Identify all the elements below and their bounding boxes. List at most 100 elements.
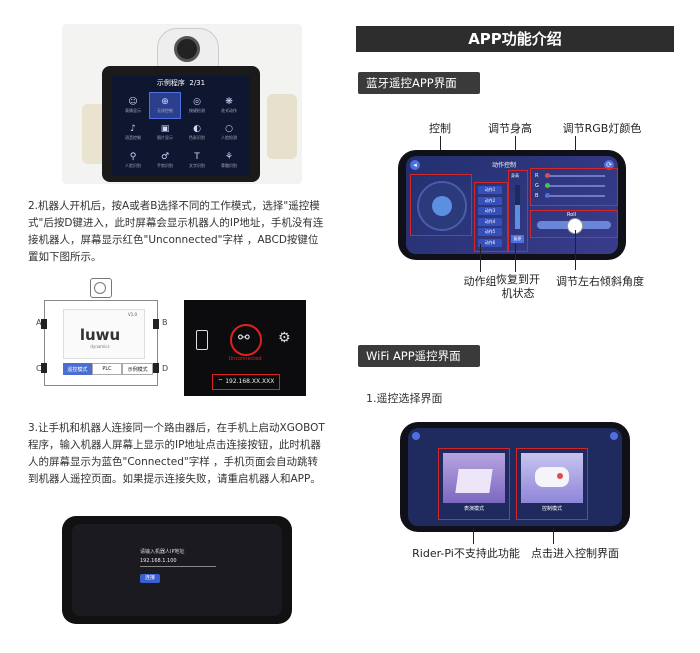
- program-label: 人脸检测: [221, 135, 237, 141]
- roll-label: Roll: [567, 212, 577, 218]
- label-d: D: [162, 364, 169, 373]
- settings-icon[interactable]: ⟳: [604, 160, 614, 170]
- ip-input[interactable]: 192.168.1.100: [140, 558, 216, 567]
- program-tile[interactable]: ⚘骨骼识别: [213, 147, 245, 174]
- program-label: 语音控制: [125, 135, 141, 141]
- program-tile[interactable]: ▣图片显示: [149, 119, 181, 146]
- brand-sub: dynamics: [90, 344, 110, 349]
- program-icon: ○: [225, 124, 233, 135]
- bt-title: 蓝牙遥控APP界面: [358, 72, 480, 94]
- ann-line-roll: [575, 230, 576, 270]
- reset-button[interactable]: 复原: [511, 235, 524, 243]
- button-d: [153, 363, 159, 373]
- joystick-pad[interactable]: [417, 181, 467, 231]
- program-tile[interactable]: ♪语音控制: [117, 119, 149, 146]
- ip-phone-screen: 请输入机器人IP地址 192.168.1.100 连接: [72, 524, 282, 616]
- program-label: 色彩识别: [189, 135, 205, 141]
- robot-photo: 示例程序 2/31 ☺表情显示⊕无线控制◎按键检测❋花式动作♪语音控制▣图片显示…: [62, 24, 302, 184]
- label-c: C: [36, 364, 42, 373]
- rgb-label: B: [535, 193, 539, 199]
- height-label: 身高: [511, 173, 519, 178]
- ann-height: 调节身高: [488, 122, 532, 135]
- version: V1.0: [128, 312, 138, 317]
- label-b: B: [162, 318, 168, 327]
- ann-show: Rider-Pi不支持此功能: [412, 547, 520, 560]
- robot-icon: ⚙: [278, 330, 291, 346]
- program-icon: ⚘: [224, 151, 234, 162]
- link-broken-icon: ⚯: [230, 324, 262, 356]
- action-button[interactable]: 动作5: [478, 228, 502, 236]
- wifi-screen: 表演模式 控制模式: [408, 428, 622, 526]
- action-button[interactable]: 动作6: [478, 238, 502, 247]
- program-label: 无线控制: [157, 108, 173, 114]
- ip-label: 请输入机器人IP地址: [140, 549, 185, 555]
- program-tile[interactable]: ◎按键检测: [181, 92, 213, 119]
- program-grid: ☺表情显示⊕无线控制◎按键检测❋花式动作♪语音控制▣图片显示◐色彩识别○人脸检测…: [117, 92, 245, 174]
- program-icon: ☺: [128, 97, 138, 108]
- status-text: Unconnected: [228, 356, 262, 362]
- show-mode-card[interactable]: 表演模式: [438, 448, 510, 520]
- roll-slider[interactable]: [537, 218, 611, 234]
- program-icon: ⚲: [129, 151, 137, 162]
- device-body: luwu dynamics V1.0 遥控模式 PLC 示例模式: [41, 300, 159, 386]
- device-diagram: luwu dynamics V1.0 遥控模式 PLC 示例模式 A B C D: [36, 260, 174, 390]
- program-icon: ⊕: [161, 97, 169, 108]
- action-button[interactable]: 动作4: [478, 217, 502, 226]
- section-header: APP功能介绍: [356, 26, 674, 52]
- button-b: [153, 319, 159, 329]
- rgb-slider[interactable]: [545, 183, 605, 188]
- control-mode-label: 控制模式: [541, 506, 562, 512]
- action-button[interactable]: 动作2: [478, 196, 502, 205]
- roll-box: Roll: [530, 210, 618, 238]
- paragraph-3: 3.让手机和机器人连接同一个路由器后，在手机上启动XGOBOT程序，输入机器人屏…: [28, 422, 325, 485]
- robot-right-arm: [267, 94, 297, 159]
- back-icon[interactable]: ◂: [410, 160, 420, 170]
- paragraph-2: 2.机器人开机后，按A或者B选择不同的工作模式，选择"遥控模式"后按D键进入，此…: [28, 200, 324, 263]
- height-slider[interactable]: [515, 185, 520, 229]
- gamepad-icon: [521, 453, 583, 503]
- power-icon: [94, 282, 106, 294]
- rgb-slider[interactable]: [545, 173, 605, 178]
- ann-line-show: [473, 528, 474, 544]
- program-icon: ❋: [225, 97, 233, 108]
- control-mode-card[interactable]: 控制模式: [516, 448, 588, 520]
- settings-icon[interactable]: [610, 432, 618, 440]
- rgb-slider[interactable]: [545, 193, 605, 198]
- program-icon: ♪: [130, 124, 136, 135]
- back-icon[interactable]: [412, 432, 420, 440]
- unconnected-screen: ⚯ Unconnected ⚙ ⌔ 192.168.XX.XXX: [184, 300, 306, 396]
- mode-demo: 示例模式: [122, 363, 154, 375]
- wifi-title: WiFi APP遥控界面: [358, 345, 480, 367]
- program-icon: ◐: [193, 124, 201, 135]
- program-label: 骨骼识别: [221, 162, 237, 168]
- action-button[interactable]: 动作1: [478, 186, 502, 194]
- mode-plc: PLC: [91, 363, 123, 375]
- device-screen: luwu dynamics V1.0: [63, 309, 145, 359]
- robot-screen: [112, 76, 250, 176]
- ip-phone: 请输入机器人IP地址 192.168.1.100 连接: [62, 516, 292, 624]
- program-tile[interactable]: ○人脸检测: [213, 119, 245, 146]
- connect-button[interactable]: 连接: [140, 574, 160, 583]
- program-label: 手势识别: [157, 162, 173, 168]
- ann-line-action: [480, 244, 481, 272]
- program-icon: ♂: [160, 151, 170, 162]
- ann-action: 动作组: [463, 275, 497, 288]
- ann-control: 控制: [429, 122, 451, 135]
- program-tile[interactable]: ❋花式动作: [213, 92, 245, 119]
- action-button[interactable]: 动作3: [478, 207, 502, 215]
- action-list: 动作1 动作2 动作3 动作4 动作5 动作6: [474, 182, 508, 252]
- ann-line-reset: [515, 244, 516, 272]
- program-tile[interactable]: ⊕无线控制: [149, 92, 181, 120]
- program-tile[interactable]: ◐色彩识别: [181, 119, 213, 146]
- joystick-knob[interactable]: [432, 196, 452, 216]
- wifi-phone: 表演模式 控制模式: [400, 422, 630, 532]
- show-mode-label: 表演模式: [463, 506, 484, 512]
- program-tile[interactable]: ⚲人脸识别: [117, 147, 149, 174]
- rgb-label: R: [535, 173, 539, 179]
- program-label: 花式动作: [221, 108, 237, 114]
- ann-reset: 恢复到开机状态: [496, 273, 540, 300]
- program-tile[interactable]: ♂手势识别: [149, 147, 181, 174]
- program-tile[interactable]: ☺表情显示: [117, 92, 149, 119]
